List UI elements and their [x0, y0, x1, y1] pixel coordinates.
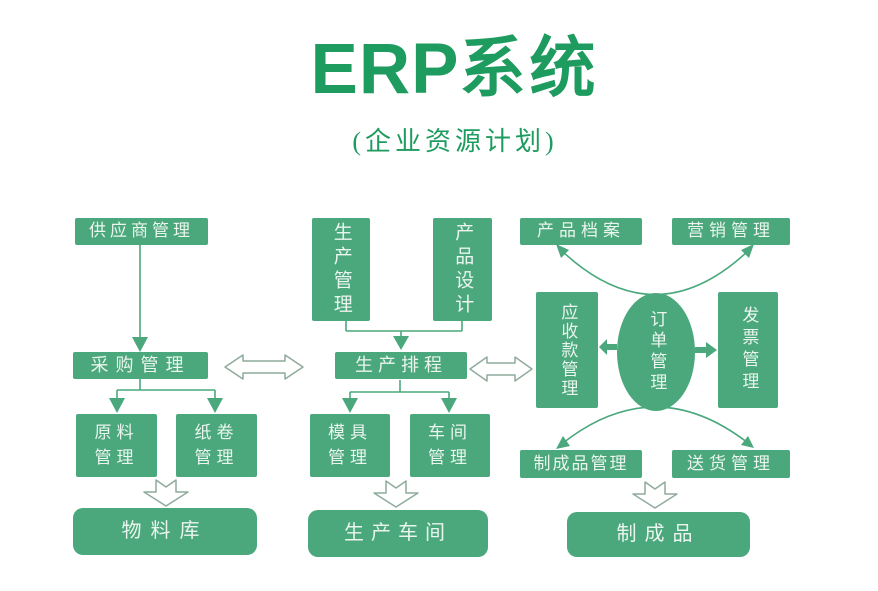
node-purchase-mgmt: 采购管理: [73, 352, 208, 379]
node-invoice-mgmt: 发票管理: [718, 292, 778, 408]
node-mold-mgmt: 模具 管理: [310, 414, 390, 477]
arrow-supplier-to-purchase: [132, 245, 148, 352]
node-product-design: 产品设计: [433, 218, 492, 321]
arrow-order-to-invoice: [695, 342, 717, 358]
arrow-order-to-receivable: [599, 339, 617, 355]
arrow-merge-to-schedule: [345, 319, 463, 350]
arrow-schedule-branch: [342, 380, 457, 413]
hollow-arrow-to-material-warehouse: [143, 479, 189, 507]
arc-order-to-bottom-boxes: [556, 406, 754, 449]
node-receivable-mgmt: 应收款管理: [536, 292, 598, 408]
node-order-mgmt: 订单管理: [617, 293, 695, 411]
node-product-archive: 产品档案: [520, 218, 642, 245]
node-delivery-mgmt: 送货管理: [672, 450, 790, 478]
node-marketing-mgmt: 营销管理: [672, 218, 790, 245]
node-production-workshop: 生产车间: [308, 510, 488, 557]
node-paper-roll-mgmt: 纸卷 管理: [176, 414, 257, 477]
node-material-warehouse: 物料库: [73, 508, 257, 555]
page-title: ERP系统: [16, 34, 878, 105]
node-finished-products: 制成品: [567, 512, 750, 557]
title-erp: ERP: [310, 30, 460, 109]
node-production-schedule: 生产排程: [335, 352, 467, 379]
double-arrow-purchase-schedule: [224, 354, 304, 380]
hollow-arrow-to-production-workshop: [373, 480, 419, 508]
arc-order-to-top-boxes: [556, 244, 754, 296]
arrow-purchase-branch: [109, 379, 223, 413]
node-raw-material-mgmt: 原料 管理: [76, 414, 157, 477]
node-production-mgmt: 生产管理: [312, 218, 370, 321]
double-arrow-schedule-receivable: [469, 356, 533, 382]
node-supplier-mgmt: 供应商管理: [75, 218, 208, 245]
node-finished-product-mgmt: 制成品管理: [520, 450, 642, 478]
hollow-arrow-to-finished-products: [632, 481, 678, 509]
node-workshop-mgmt: 车间 管理: [410, 414, 490, 477]
title-system: 系统: [459, 32, 600, 106]
page-subtitle: (企业资源计划): [352, 127, 558, 156]
